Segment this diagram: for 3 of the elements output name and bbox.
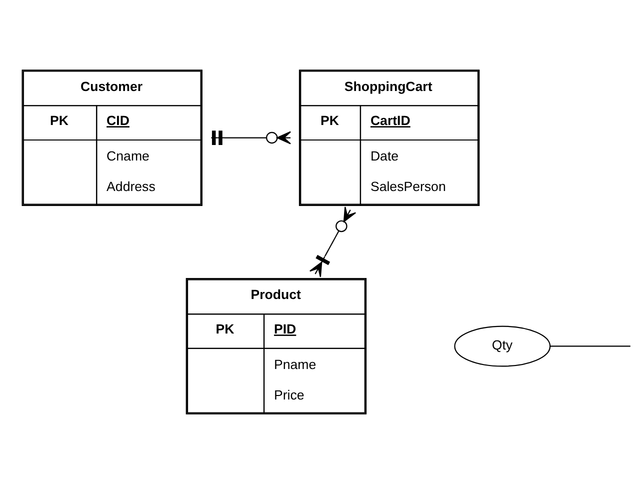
- node-ellipse: Qty: [454, 325, 550, 366]
- connector: [308, 206, 356, 277]
- connector: [550, 345, 630, 346]
